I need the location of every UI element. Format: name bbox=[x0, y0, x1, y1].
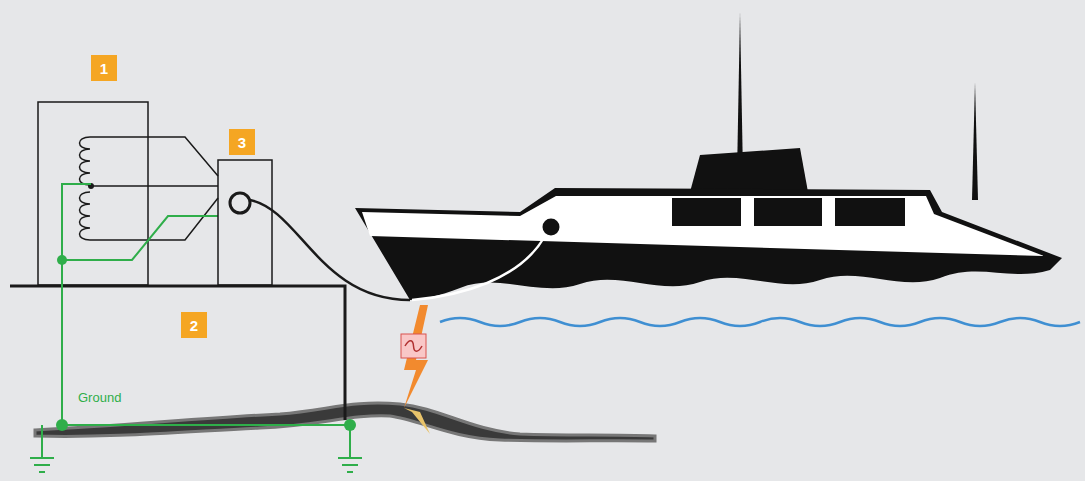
ac-source-symbol bbox=[401, 334, 426, 358]
transformer-housing bbox=[38, 102, 148, 285]
coil-winding bbox=[80, 192, 91, 240]
window bbox=[835, 198, 905, 226]
callout-number: 2 bbox=[181, 312, 207, 338]
ground-label: Ground bbox=[78, 390, 121, 405]
mast bbox=[972, 82, 978, 200]
mast bbox=[737, 12, 743, 175]
power-pedestal bbox=[218, 160, 272, 285]
neutral-wire bbox=[91, 185, 218, 187]
ac-wave bbox=[405, 341, 422, 352]
ground-dot bbox=[56, 419, 68, 431]
shore-line bbox=[10, 286, 345, 420]
ground-wire bbox=[30, 184, 362, 472]
deck-band bbox=[362, 196, 1044, 256]
current-probe bbox=[404, 408, 430, 434]
ground-dot bbox=[57, 255, 67, 265]
transformer-coil bbox=[80, 137, 91, 240]
shore-inlet bbox=[541, 217, 561, 237]
ship-cable bbox=[412, 236, 545, 300]
callout-number: 3 bbox=[229, 129, 255, 155]
water-line bbox=[440, 318, 1080, 326]
window bbox=[754, 198, 822, 226]
ground-dot bbox=[344, 419, 356, 431]
callout-number: 1 bbox=[91, 55, 117, 81]
socket bbox=[230, 193, 250, 213]
cabin bbox=[690, 148, 808, 192]
hull bbox=[355, 188, 1062, 300]
coil-winding bbox=[80, 137, 91, 185]
window bbox=[672, 198, 741, 226]
phase-wire bbox=[90, 137, 218, 176]
